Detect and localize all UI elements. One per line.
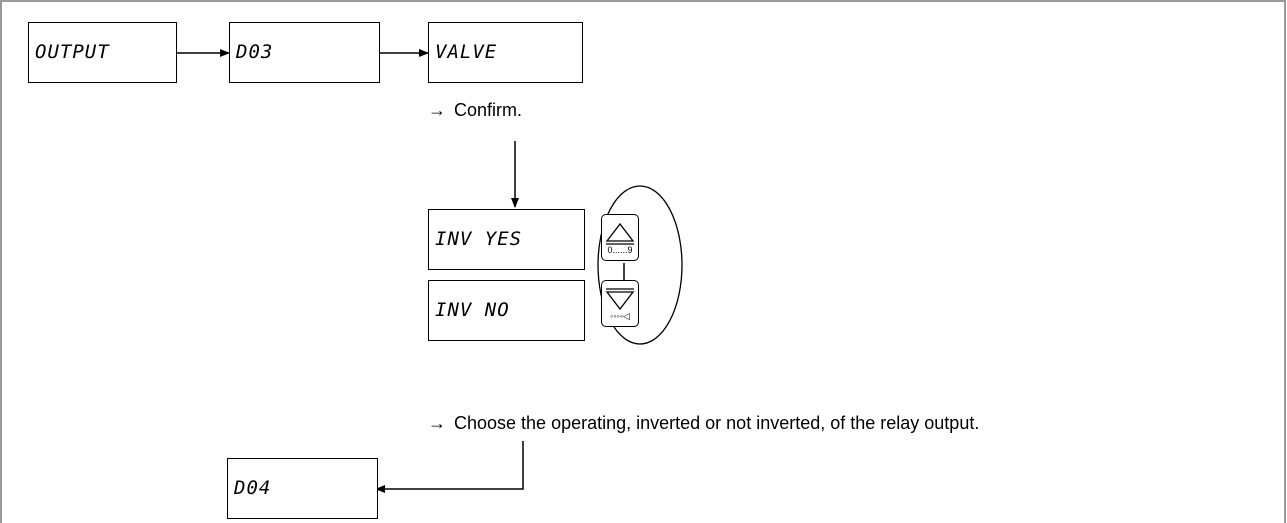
down-key-button[interactable]: ◦◦◦◦◁: [601, 280, 639, 327]
caption-arrow: →: [428, 413, 446, 433]
up-key-label: 0......9: [607, 245, 633, 255]
up-key-button[interactable]: 0......9: [601, 214, 639, 261]
display-inv-no: INV NO: [428, 280, 585, 341]
arrow-return-to-d04: [375, 441, 524, 493]
triangle-down-icon: [605, 288, 635, 311]
down-key-label: ◦◦◦◦◁: [610, 311, 630, 321]
display-d03: D03: [229, 22, 380, 83]
caption-choose: → Choose the operating, inverted or not i…: [428, 414, 979, 432]
display-output: OUTPUT: [28, 22, 177, 83]
display-valve: VALVE: [428, 22, 583, 83]
caption-arrow: →: [428, 100, 446, 120]
display-inv-yes: INV YES: [428, 209, 585, 270]
caption-confirm-text: Confirm.: [454, 100, 523, 120]
triangle-up-icon: [605, 222, 635, 245]
caption-choose-text: Choose the operating, inverted or not in…: [454, 413, 980, 433]
display-d04: D04: [227, 458, 378, 519]
key-loop-ellipse: [597, 185, 683, 345]
caption-confirm: → Confirm.: [428, 101, 522, 119]
